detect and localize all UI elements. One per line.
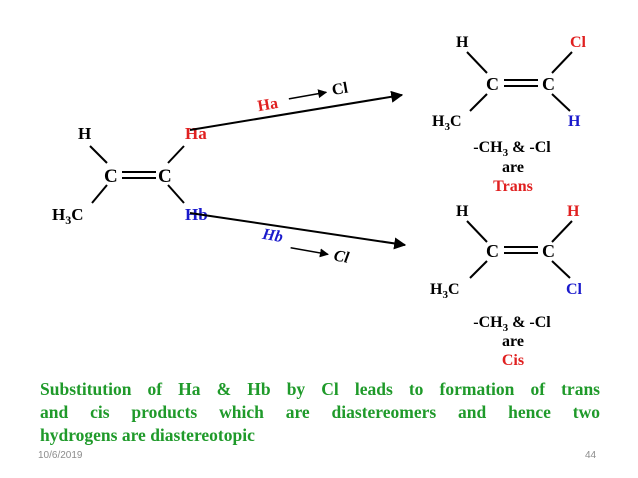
- cis-bond-ch3: [469, 260, 488, 279]
- cis-label: Cis: [502, 352, 524, 369]
- cis-product: H H C C H3C Cl -CH3 & -Cl are Cis: [430, 203, 583, 369]
- trans-bond-h-right: [551, 93, 571, 112]
- cis-h3c: H3C: [430, 281, 460, 301]
- arrow-bottom-small: [290, 246, 329, 258]
- cis-bond-h-right: [551, 220, 573, 243]
- footer-date: 10/6/2019: [38, 450, 83, 461]
- reactant-bond-hb: [167, 184, 185, 204]
- trans-bond-h: [466, 51, 488, 74]
- reactant-bond-h: [89, 145, 108, 164]
- trans-label: Trans: [493, 178, 533, 195]
- trans-are: are: [502, 159, 524, 176]
- cis-are: are: [502, 333, 524, 350]
- reactant-c2: C: [158, 166, 172, 187]
- cis-bond-h-left: [466, 220, 488, 243]
- cis-desc: -CH3 & -Cl: [473, 314, 551, 334]
- reaction-arrow-bottom: [189, 212, 407, 250]
- trans-c2: C: [542, 74, 555, 94]
- reactant-bond-ch3: [91, 184, 108, 204]
- trans-bond-cl: [551, 51, 573, 74]
- trans-product: H Cl C C H3C H -CH3 & -Cl are Trans: [432, 34, 587, 195]
- reactant-molecule: H Ha C C H3C Hb: [52, 124, 208, 227]
- reaction-arrow-top: [189, 90, 404, 131]
- trans-desc: -CH3 & -Cl: [473, 139, 551, 159]
- cis-cl: Cl: [566, 281, 583, 298]
- arrow-top-ha: Ha: [256, 95, 279, 115]
- caption-line-3: hydrogens are diastereotopic: [40, 425, 255, 445]
- arrow-bottom-cl: Cl: [332, 247, 350, 266]
- trans-h3c: H3C: [432, 113, 462, 133]
- arrow-to-trans: Ha Cl: [189, 79, 404, 131]
- trans-c1: C: [486, 74, 499, 94]
- reactant-bond-ha: [167, 145, 185, 164]
- trans-h-right: H: [568, 113, 581, 130]
- arrow-bottom-hb: Hb: [260, 226, 284, 246]
- cis-c1: C: [486, 241, 499, 261]
- trans-bond-ch3: [469, 93, 488, 112]
- cis-h-right: H: [567, 203, 580, 220]
- caption-line-2: and cis products which are diastereomers…: [40, 402, 600, 422]
- trans-h: H: [456, 34, 469, 51]
- page-number: 44: [585, 450, 597, 461]
- cis-bond-cl: [551, 260, 571, 279]
- cis-c2: C: [542, 241, 555, 261]
- reactant-c1: C: [104, 166, 118, 187]
- cis-h-left: H: [456, 203, 469, 220]
- arrow-top-small: [288, 89, 328, 100]
- reactant-h: H: [78, 124, 91, 143]
- arrow-top-cl: Cl: [331, 79, 350, 99]
- trans-cl: Cl: [570, 34, 587, 51]
- reactant-h3c: H3C: [52, 205, 84, 227]
- caption-line-1: Substitution of Ha & Hb by Cl leads to f…: [40, 379, 600, 399]
- caption-text: Substitution of Ha & Hb by Cl leads to f…: [40, 378, 600, 447]
- arrow-to-cis: Hb Cl: [189, 212, 407, 267]
